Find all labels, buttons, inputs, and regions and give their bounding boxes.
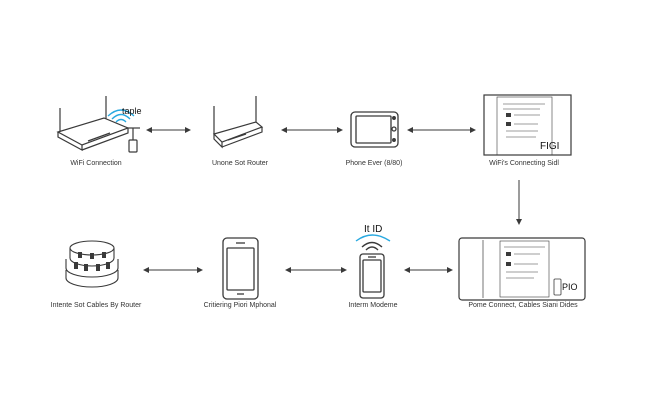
label-unone-sot-router: Unone Sot Router [211, 160, 269, 167]
tablet-icon [350, 111, 399, 148]
mobile-modem-icon [359, 253, 385, 299]
taple-annotation: taple [122, 106, 142, 116]
cable-hub-icon [65, 240, 119, 288]
label-phone-ever: Phone Ever (8/80) [345, 160, 403, 167]
wifi-signal-icon [107, 109, 135, 123]
signal-waves-icon [355, 234, 391, 251]
label-wifi-connection: WiFi Connection [70, 160, 122, 167]
smartphone-icon [222, 237, 259, 300]
label-critiering-piori: Critiering Piori Mphonal [203, 302, 277, 309]
router-icon [212, 96, 264, 149]
label-intente-sot-cables: Intente Sot Cables By Router [50, 302, 142, 309]
fi-badge: FIGI [540, 141, 560, 152]
document-screen-icon [483, 94, 572, 156]
label-pome-connect: Pome Connect, Cables Siani Dides [468, 302, 578, 309]
it-id-annotation: It ID [364, 224, 383, 235]
label-wifis-connecting: WiFi's Connecting Sidl [489, 160, 559, 167]
pio-badge: PIO [562, 282, 578, 292]
label-interm-modeme: Interm Modeme [348, 302, 398, 309]
wifi-router-icon [56, 96, 140, 153]
document-monitor-icon [458, 237, 586, 301]
